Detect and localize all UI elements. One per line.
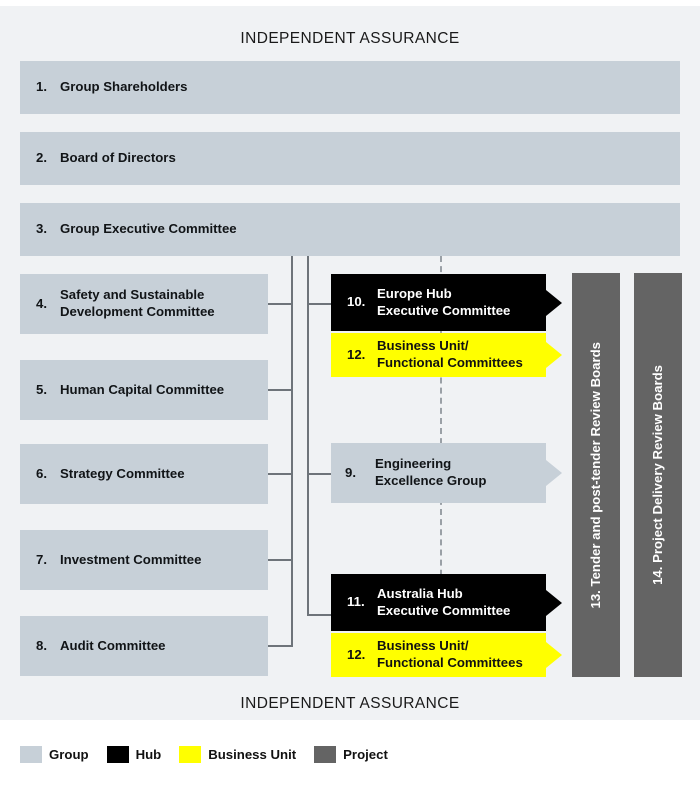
arrow-right-icon	[546, 589, 562, 616]
independent-assurance-label-bottom: INDEPENDENT ASSURANCE	[240, 695, 460, 712]
box-audit-committee[interactable]: 8. Audit Committee	[20, 616, 268, 676]
connector-branch-europe-hub	[307, 303, 333, 305]
arrow-right-icon	[546, 642, 562, 668]
box-number: 3.	[36, 221, 47, 237]
box-label: Strategy Committee	[60, 465, 185, 481]
legend-item-business-unit: Business Unit	[179, 746, 296, 763]
column-tender-and-post-tender-review-boards[interactable]: 13. Tender and post-tender Review Boards	[572, 273, 620, 677]
box-number: 2.	[36, 150, 47, 166]
box-number: 4.	[36, 295, 47, 311]
box-number: 1.	[36, 79, 47, 95]
legend-item-hub: Hub	[106, 746, 162, 763]
box-number: 7.	[36, 551, 47, 567]
box-label: Group Shareholders	[60, 79, 188, 95]
legend-swatch-hub	[106, 746, 129, 763]
box-number: 6.	[36, 465, 47, 481]
box-label: Audit Committee	[60, 637, 166, 653]
box-label: Investment Committee	[60, 551, 202, 567]
box-number: 10.	[347, 294, 366, 310]
box-engineering-excellence-group[interactable]: 9. Engineering Excellence Group	[331, 443, 562, 503]
column-project-delivery-review-boards[interactable]: 14. Project Delivery Review Boards	[634, 273, 682, 677]
column-label: 14. Project Delivery Review Boards	[650, 365, 666, 585]
box-number: 9.	[345, 464, 356, 480]
box-group-executive-committee[interactable]: 3. Group Executive Committee	[20, 203, 680, 256]
box-label: Engineering Excellence Group	[375, 456, 487, 488]
legend-item-group: Group	[20, 746, 89, 763]
connector-stub-committee-4	[268, 303, 293, 305]
box-safety-sustainable-development-committee[interactable]: 4. Safety and Sustainable Development Co…	[20, 274, 268, 334]
box-europe-hub-executive-committee[interactable]: 10. Europe Hub Executive Committee	[331, 274, 562, 331]
box-label: Business Unit/ Functional Committees	[377, 638, 523, 670]
box-label: Australia Hub Executive Committee	[377, 585, 511, 618]
legend-label: Project	[343, 747, 388, 762]
independent-assurance-label-top: INDEPENDENT ASSURANCE	[240, 30, 460, 47]
box-number: 12.	[347, 346, 366, 362]
legend-swatch-business-unit	[179, 746, 202, 763]
connector-dashed-vertical	[440, 256, 442, 596]
arrow-right-icon	[546, 342, 562, 368]
connector-stub-committee-8	[268, 645, 293, 647]
legend-item-project: Project	[314, 746, 388, 763]
connector-stub-committee-7	[268, 559, 293, 561]
box-label: Europe Hub Executive Committee	[377, 285, 511, 318]
connector-stub-committee-6	[268, 473, 293, 475]
box-number: 5.	[36, 381, 47, 397]
box-australia-business-unit-functional-committees[interactable]: 12. Business Unit/ Functional Committees	[331, 633, 562, 677]
box-number: 8.	[36, 637, 47, 653]
box-human-capital-committee[interactable]: 5. Human Capital Committee	[20, 360, 268, 420]
box-group-shareholders[interactable]: 1. Group Shareholders	[20, 61, 680, 114]
legend-label: Business Unit	[208, 747, 297, 762]
legend-label: Group	[49, 747, 89, 762]
box-investment-committee[interactable]: 7. Investment Committee	[20, 530, 268, 590]
connector-stub-committee-5	[268, 389, 293, 391]
arrow-right-icon	[546, 289, 562, 316]
box-label: Human Capital Committee	[60, 381, 225, 397]
box-australia-hub-executive-committee[interactable]: 11. Australia Hub Executive Committee	[331, 574, 562, 631]
connector-branch-engineering-excellence	[307, 473, 333, 475]
legend-swatch-group	[20, 746, 42, 763]
box-board-of-directors[interactable]: 2. Board of Directors	[20, 132, 680, 185]
legend: Group Hub Business Unit Project	[0, 720, 700, 789]
box-label: Group Executive Committee	[60, 221, 237, 237]
box-number: 12.	[347, 646, 366, 662]
arrow-right-icon	[546, 460, 562, 486]
box-number: 11.	[347, 594, 365, 610]
connector-trunk-inner	[291, 256, 293, 646]
box-label: Board of Directors	[60, 150, 176, 166]
box-europe-business-unit-functional-committees[interactable]: 12. Business Unit/ Functional Committees	[331, 333, 562, 377]
legend-label: Hub	[135, 747, 162, 762]
connector-branch-australia-hub	[307, 614, 333, 616]
legend-swatch-project	[314, 746, 337, 763]
connector-trunk-outer	[307, 256, 309, 616]
diagram-panel: INDEPENDENT ASSURANCE 1. Group Sharehold…	[0, 6, 700, 720]
column-label: 13. Tender and post-tender Review Boards	[588, 341, 604, 609]
box-label: Safety and Sustainable Development Commi…	[60, 287, 215, 319]
box-label: Business Unit/ Functional Committees	[377, 338, 523, 370]
box-strategy-committee[interactable]: 6. Strategy Committee	[20, 444, 268, 504]
